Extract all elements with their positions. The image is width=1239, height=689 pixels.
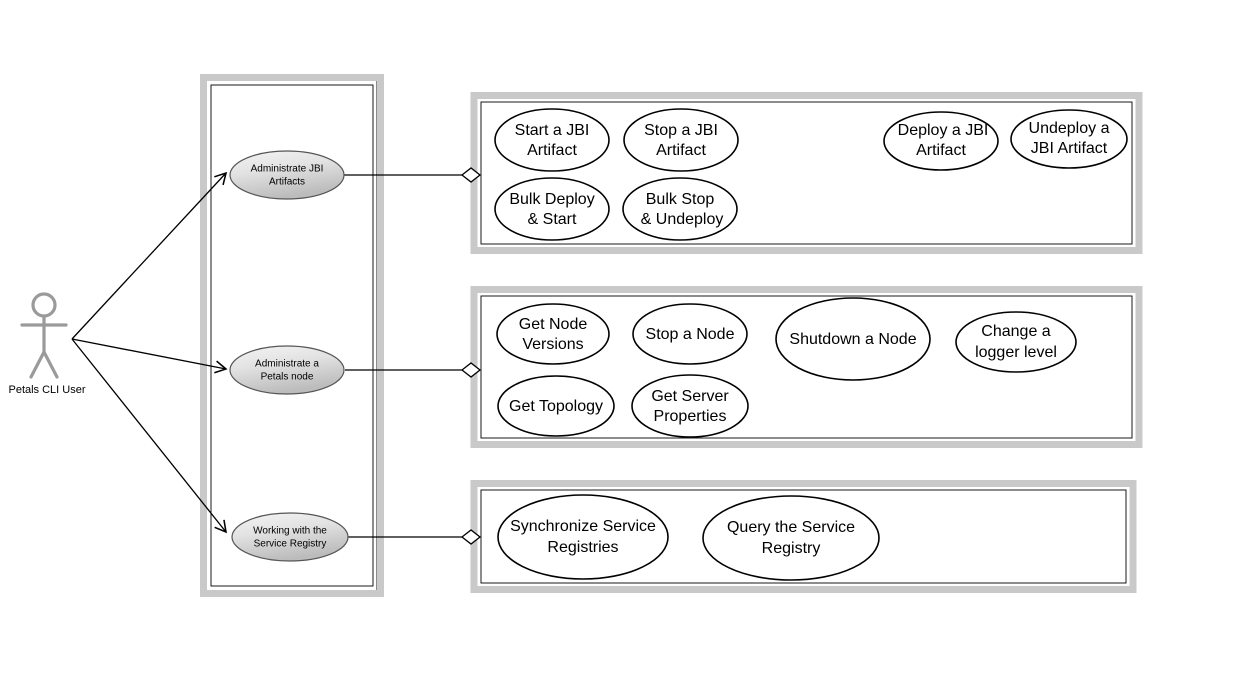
use-case-label-line1: Deploy a JBI (898, 122, 989, 139)
actor-to-jbi-artifacts-line (71, 171, 228, 340)
use-case-label-line2: Artifact (656, 142, 706, 159)
use-case-label-line1: Undeploy a (1029, 120, 1110, 137)
use-case-label-line2: logger level (975, 344, 1057, 361)
use-case-label-line1: Synchronize Service (510, 518, 656, 535)
jbi-artifacts-aggregation (344, 167, 482, 183)
use-case-stop-a-jbi-artifact[interactable]: Stop a JBI Artifact (623, 108, 739, 172)
use-case-label-line2: Artifacts (269, 177, 305, 188)
use-case-label-line2: Petals node (261, 372, 314, 383)
use-case-start-a-jbi-artifact[interactable]: Start a JBI Artifact (494, 108, 610, 172)
use-case-bulk-deploy-and-start[interactable]: Bulk Deploy & Start (494, 177, 610, 241)
actor-to-petals-node-line (71, 338, 228, 374)
use-case-label-line1: Change a (981, 323, 1050, 340)
use-case-undeploy-a-jbi-artifact[interactable]: Undeploy a JBI Artifact (1010, 109, 1128, 169)
use-case-label-line2: Artifact (527, 142, 577, 159)
use-case-label-line2: Properties (654, 408, 727, 425)
use-case-get-server-properties[interactable]: Get Server Properties (631, 374, 749, 438)
use-case-label-line1: Stop a Node (646, 326, 735, 343)
actor-to-service-registry-line (71, 338, 227, 534)
use-case-working-with-service-registry[interactable]: Working with the Service Registry (231, 512, 349, 562)
actor-leg-left-icon (29, 350, 46, 379)
use-case-label-line1: Administrate a (255, 359, 319, 370)
use-case-label-line1: Administrate JBI (251, 164, 324, 175)
actor-head-icon (31, 292, 57, 318)
use-case-label-line1: Get Node (519, 316, 588, 333)
use-case-label-line1: Bulk Deploy (509, 191, 594, 208)
use-case-label-line1: Get Topology (509, 398, 603, 415)
use-case-administrate-petals-node[interactable]: Administrate a Petals node (229, 345, 345, 395)
use-case-synchronize-service-registries[interactable]: Synchronize Service Registries (497, 494, 669, 580)
use-case-label-line1: Start a JBI (515, 122, 590, 139)
use-case-label-line1: Shutdown a Node (789, 331, 916, 348)
use-case-get-topology[interactable]: Get Topology (497, 375, 615, 437)
use-case-label-line1: Working with the (253, 526, 327, 537)
use-case-label-line2: Service Registry (254, 539, 327, 550)
use-case-stop-a-node[interactable]: Stop a Node (632, 303, 748, 365)
use-case-label-line2: JBI Artifact (1031, 140, 1108, 157)
use-case-shutdown-a-node[interactable]: Shutdown a Node (775, 297, 931, 381)
use-case-label-line2: & Start (528, 211, 577, 228)
use-case-label-line2: Registries (547, 539, 618, 556)
actor[interactable]: Petals CLI User (8, 292, 86, 396)
petals-node-aggregation (345, 362, 482, 378)
use-case-label-line1: Get Server (651, 388, 729, 405)
use-case-query-the-service-registry[interactable]: Query the Service Registry (702, 495, 880, 581)
use-case-change-a-logger-level[interactable]: Change a logger level (955, 311, 1077, 373)
use-case-label-line2: Registry (762, 540, 821, 557)
use-case-label-line2: Artifact (916, 142, 966, 159)
actor-label: Petals CLI User (8, 384, 85, 396)
use-case-label-line1: Query the Service (727, 519, 855, 536)
use-case-get-node-versions[interactable]: Get Node Versions (496, 303, 610, 365)
service-registry-aggregation (348, 529, 482, 545)
actor-leg-right-icon (42, 350, 59, 379)
use-case-label-line1: Stop a JBI (644, 122, 718, 139)
use-case-label-line2: & Undeploy (641, 211, 724, 228)
use-case-label-line2: Versions (522, 336, 583, 353)
use-case-bulk-stop-and-undeploy[interactable]: Bulk Stop & Undeploy (622, 177, 738, 241)
use-case-label-line1: Bulk Stop (646, 191, 715, 208)
use-case-administrate-jbi-artifacts[interactable]: Administrate JBI Artifacts (229, 150, 345, 200)
use-case-deploy-a-jbi-artifact[interactable]: Deploy a JBI Artifact (883, 111, 999, 171)
